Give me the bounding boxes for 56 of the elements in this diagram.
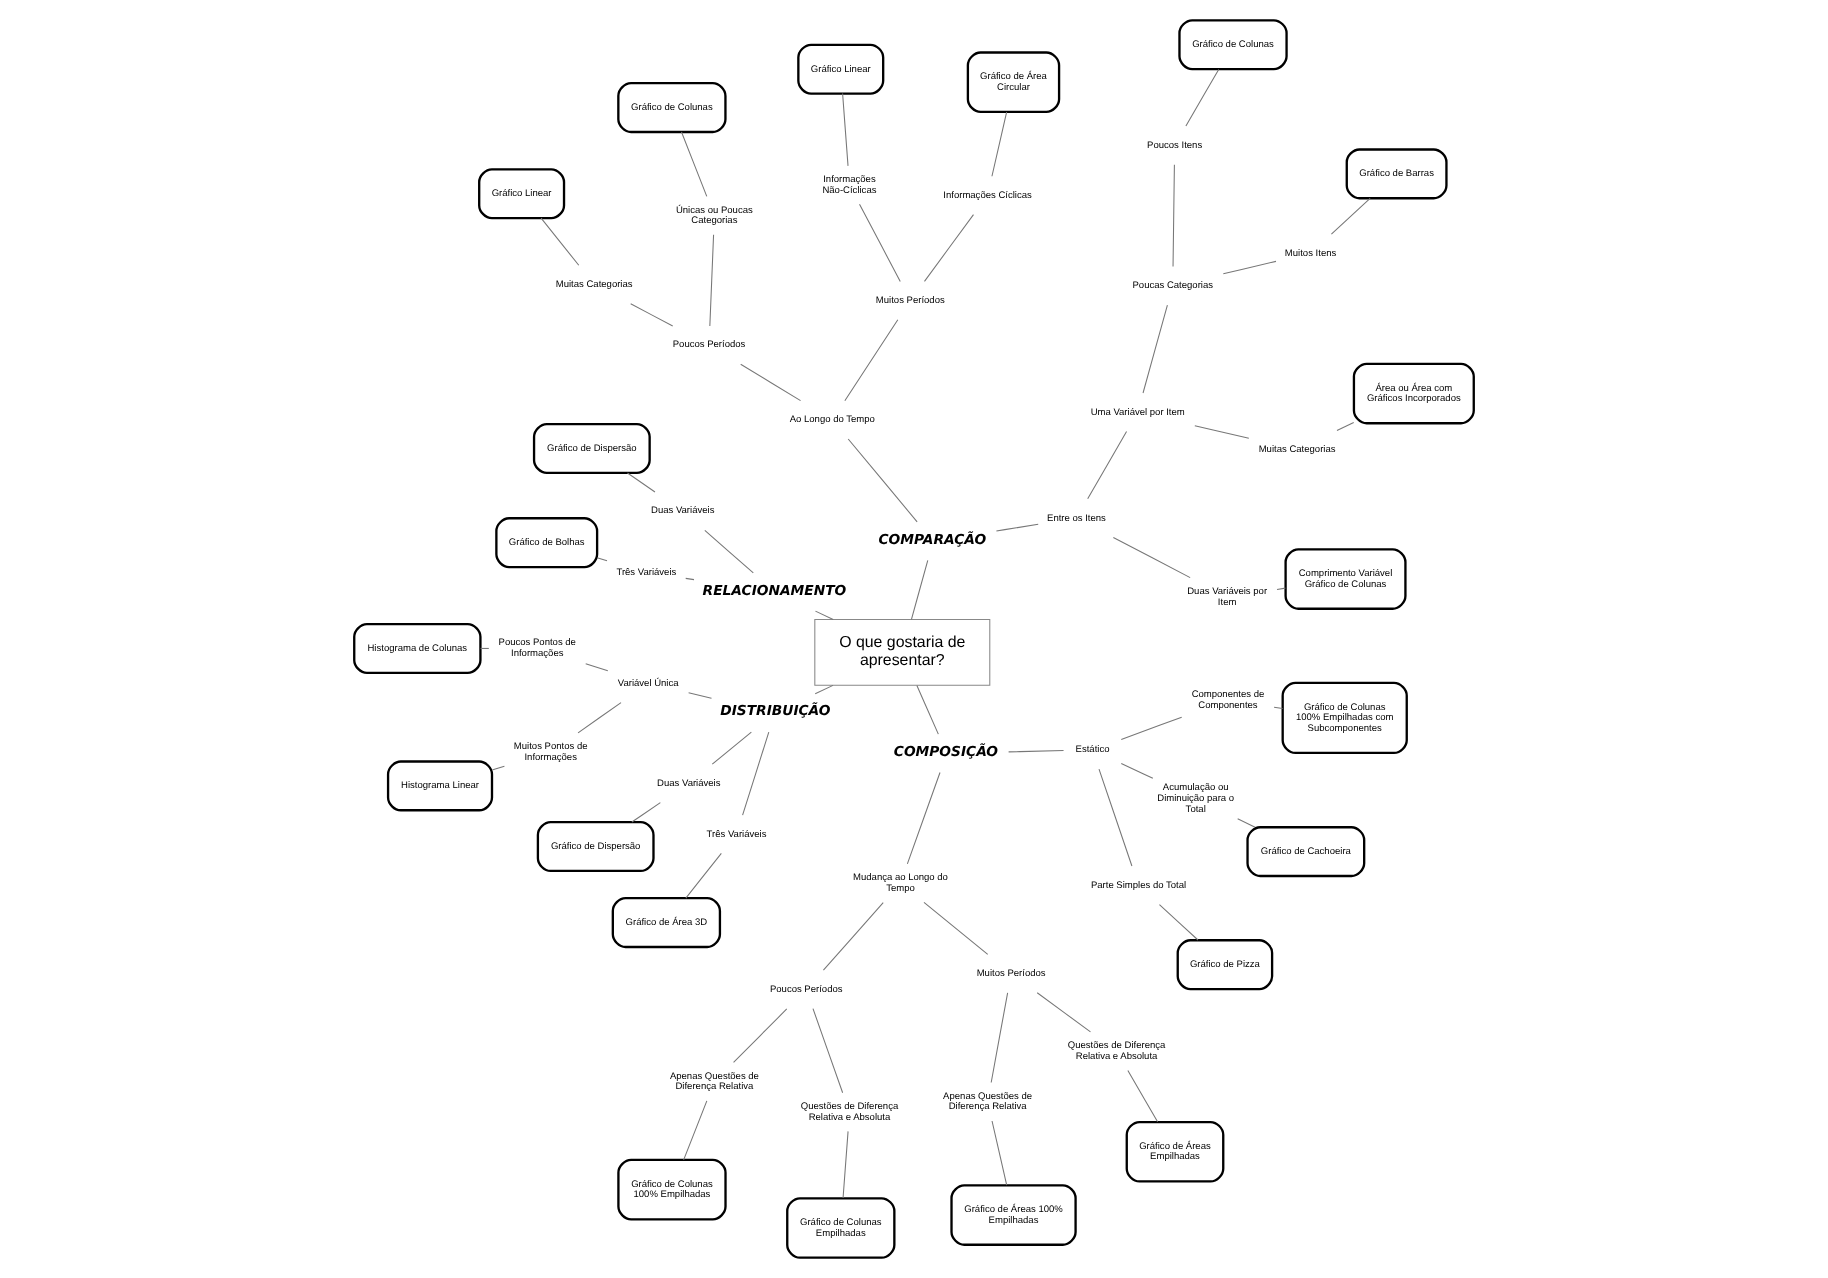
connector xyxy=(906,771,941,865)
connector xyxy=(1142,304,1168,394)
connector xyxy=(814,610,834,621)
connector xyxy=(540,217,580,266)
connector xyxy=(631,802,661,823)
connector xyxy=(859,203,901,283)
connector xyxy=(630,303,674,327)
connector xyxy=(1098,768,1133,867)
connector xyxy=(683,1100,708,1161)
connector xyxy=(1008,750,1065,753)
connector xyxy=(740,363,802,402)
connector xyxy=(847,438,918,523)
connector xyxy=(1158,904,1199,941)
connector xyxy=(812,1008,844,1094)
connector xyxy=(1172,164,1175,267)
connector xyxy=(685,577,695,581)
connector xyxy=(626,472,656,493)
connector xyxy=(585,663,609,672)
connector xyxy=(1120,716,1183,740)
connector xyxy=(844,319,899,402)
connector xyxy=(1330,197,1371,235)
connector xyxy=(1036,992,1091,1033)
connector xyxy=(1336,421,1355,432)
connector xyxy=(680,131,708,197)
connector xyxy=(842,93,849,167)
connector xyxy=(990,992,1009,1083)
connector xyxy=(491,765,505,771)
connector xyxy=(910,559,929,620)
connector xyxy=(1273,706,1284,710)
connector xyxy=(814,684,834,695)
connector xyxy=(923,214,974,282)
connector xyxy=(742,731,770,816)
connector xyxy=(991,1120,1008,1186)
connector xyxy=(1222,260,1277,275)
connector xyxy=(923,901,989,955)
connector xyxy=(822,902,884,971)
connector xyxy=(1276,587,1286,590)
connector xyxy=(1185,68,1220,127)
connector xyxy=(1087,431,1128,500)
connector xyxy=(709,234,715,327)
connector xyxy=(1237,818,1256,828)
connector xyxy=(577,702,622,734)
connector xyxy=(1194,425,1250,439)
connector xyxy=(842,1130,849,1199)
connector xyxy=(685,852,722,899)
connector xyxy=(991,111,1008,177)
connector xyxy=(596,557,608,562)
connector xyxy=(704,529,754,574)
connector xyxy=(711,731,752,765)
connector xyxy=(1120,762,1154,779)
connector xyxy=(916,684,939,735)
connector xyxy=(995,523,1039,532)
connector xyxy=(733,1008,788,1063)
connector xyxy=(688,692,713,699)
connector xyxy=(1112,536,1191,579)
connector xyxy=(1127,1070,1159,1123)
